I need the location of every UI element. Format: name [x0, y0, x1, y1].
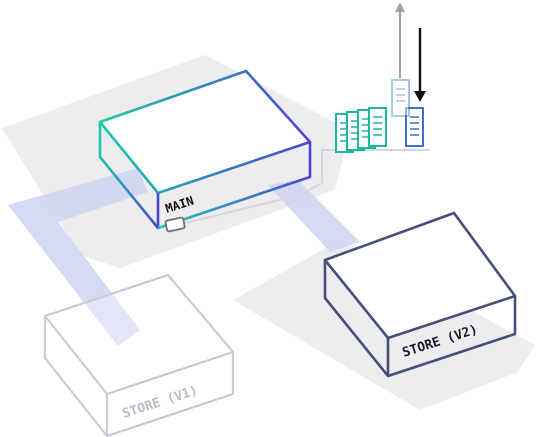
store-v1-front: [43, 316, 109, 437]
document-stack: [335, 107, 424, 153]
document-icon: [405, 107, 424, 147]
store-v1-side: [106, 352, 235, 437]
arrow-down-icon: [414, 28, 426, 102]
store-v2-side: [387, 296, 517, 378]
document-icon: [368, 107, 387, 147]
store-v1-box[interactable]: STORE (V1): [43, 273, 235, 437]
document-icon: [391, 79, 410, 117]
main-side: [157, 142, 312, 230]
main-to-docs-connector: [180, 149, 430, 225]
main-box[interactable]: [98, 69, 312, 230]
arrow-up-icon: [395, 2, 405, 78]
port-icon: [164, 216, 186, 233]
flow-band-v1: [8, 168, 148, 346]
document-outgoing: [391, 79, 410, 117]
store-v2-front: [323, 260, 390, 378]
store-v1-label: STORE (V1): [121, 383, 200, 421]
store-v1-top: [43, 273, 235, 396]
